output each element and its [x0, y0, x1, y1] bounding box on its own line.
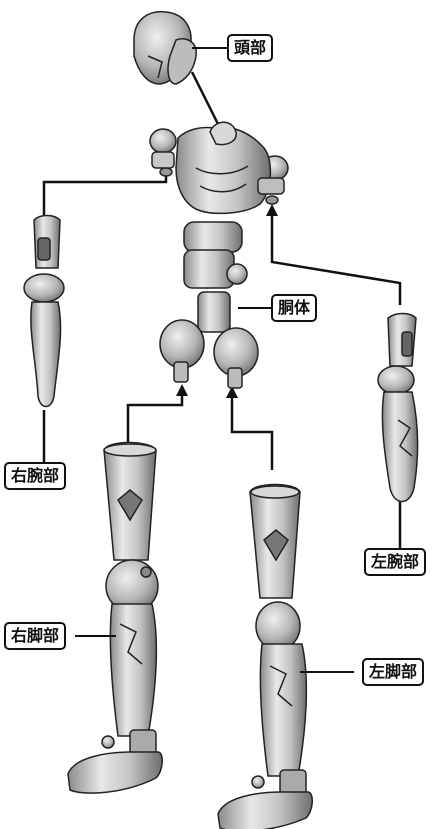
label-right-leg: 右脚部: [4, 622, 66, 650]
label-right-arm: 右腕部: [4, 462, 66, 490]
head-part: [134, 12, 196, 84]
label-left-leg: 左脚部: [362, 658, 424, 686]
label-torso: 胴体: [271, 294, 317, 322]
right-arm-part: [24, 216, 64, 407]
torso-part: [150, 122, 288, 388]
left-leg-part: [218, 485, 312, 829]
label-head: 頭部: [227, 34, 273, 62]
left-arm-part: [378, 314, 418, 502]
right-leg-part: [68, 443, 162, 794]
label-left-arm: 左腕部: [364, 548, 426, 576]
